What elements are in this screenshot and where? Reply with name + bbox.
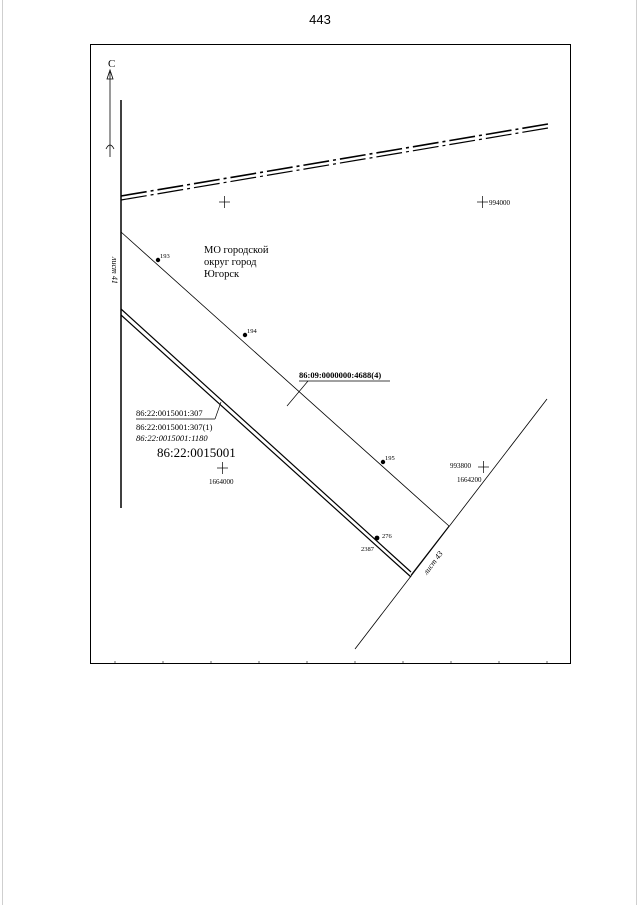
grid-cross-1 bbox=[219, 196, 230, 208]
point-193 bbox=[155, 257, 161, 263]
point-276 bbox=[374, 535, 380, 541]
north-arrow-tail bbox=[105, 144, 115, 150]
parcel-b-label: 86:22:0015001:1180 bbox=[136, 433, 208, 443]
boundary-dashdot-2 bbox=[120, 127, 549, 201]
sheet-label-bottom: лист 43 bbox=[421, 549, 445, 577]
sheet-boundary-bottom bbox=[354, 398, 548, 650]
road-parcel-leader bbox=[286, 380, 309, 407]
point-194-label: 194 bbox=[247, 328, 258, 335]
area-label-line-2: округ город bbox=[204, 257, 257, 268]
cadastral-map: С лист 41 лист 43 193 194 195 276 2387 М… bbox=[90, 44, 571, 664]
scan-edge-right bbox=[636, 0, 637, 905]
point-195 bbox=[380, 459, 386, 465]
road-boundary-lower-2 bbox=[120, 314, 412, 578]
grid-label-1664000: 1664000 bbox=[209, 478, 234, 486]
parcel-a-sub-label: 86:22:0015001:307(1) bbox=[136, 422, 213, 432]
point-194 bbox=[242, 332, 248, 338]
grid-cross-2 bbox=[477, 196, 488, 208]
parcel-a-leader bbox=[214, 401, 222, 420]
point-193-label: 193 bbox=[160, 253, 170, 260]
grid-label-1664200: 1664200 bbox=[457, 476, 482, 484]
grid-label-993800: 993800 bbox=[450, 462, 472, 470]
road-boundary-end bbox=[410, 525, 450, 576]
frame-bottom-ticks bbox=[114, 661, 548, 663]
point-2387-label: 2387 bbox=[361, 546, 375, 553]
area-label-line-3: Югорск bbox=[204, 269, 240, 280]
north-label: С bbox=[108, 58, 115, 70]
page-number: 443 bbox=[309, 12, 331, 27]
road-parcel-label: 86:09:0000000:4688(4) bbox=[299, 370, 381, 380]
grid-cross-3 bbox=[217, 462, 228, 474]
map-drawing: С лист 41 лист 43 193 194 195 276 2387 М… bbox=[105, 58, 549, 663]
road-boundary-upper bbox=[120, 231, 450, 527]
north-arrow-head bbox=[106, 68, 114, 80]
point-195-label: 195 bbox=[385, 455, 395, 462]
parcel-a-label: 86:22:0015001:307 bbox=[136, 408, 203, 418]
boundary-dashdot-1 bbox=[120, 123, 549, 197]
scan-edge-left bbox=[2, 0, 3, 905]
road-boundary-lower-1 bbox=[120, 308, 412, 573]
sheet-label-left: лист 41 bbox=[110, 256, 119, 284]
area-label-line-1: МО городской bbox=[204, 245, 269, 256]
quarter-label: 86:22:0015001 bbox=[157, 445, 236, 460]
grid-label-994000: 994000 bbox=[489, 199, 511, 207]
point-276-label: 276 bbox=[382, 533, 393, 540]
grid-cross-4 bbox=[478, 461, 489, 473]
